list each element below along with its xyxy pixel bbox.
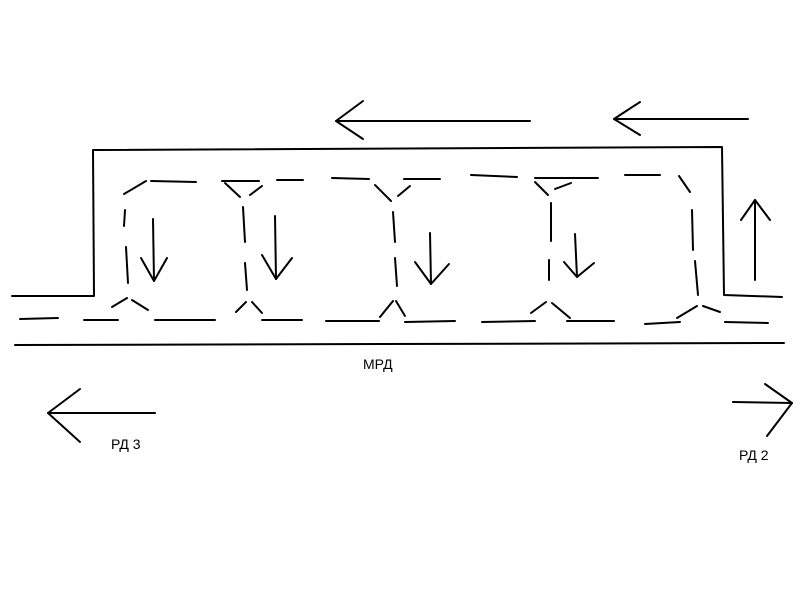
apron-boundary	[11, 146, 783, 298]
apron-top-guideline	[123, 174, 691, 195]
arrow-left-icon	[335, 100, 531, 140]
arrow-up-icon	[740, 199, 771, 281]
main-taxiway-label: МРД	[363, 356, 393, 372]
arrow-down-icon	[414, 232, 450, 285]
taxiway-right-label: РД 2	[739, 447, 769, 463]
arrow-down-icon	[261, 215, 293, 280]
stand-guideline-3	[374, 184, 411, 318]
arrow-right-icon	[732, 383, 793, 437]
stand-guideline-5	[676, 209, 721, 319]
arrow-down-icon	[140, 218, 168, 282]
stand-guideline-1	[111, 209, 149, 311]
arrow-down-icon	[563, 233, 595, 278]
stand-guideline-4	[530, 181, 572, 319]
arrow-left-icon	[47, 388, 156, 443]
stand-guideline-2	[224, 182, 263, 314]
arrow-left-icon	[613, 101, 749, 136]
main-taxiway-edge	[14, 342, 785, 346]
taxiway-left-label: РД 3	[111, 436, 141, 452]
main-taxiway-centerline	[19, 317, 769, 325]
